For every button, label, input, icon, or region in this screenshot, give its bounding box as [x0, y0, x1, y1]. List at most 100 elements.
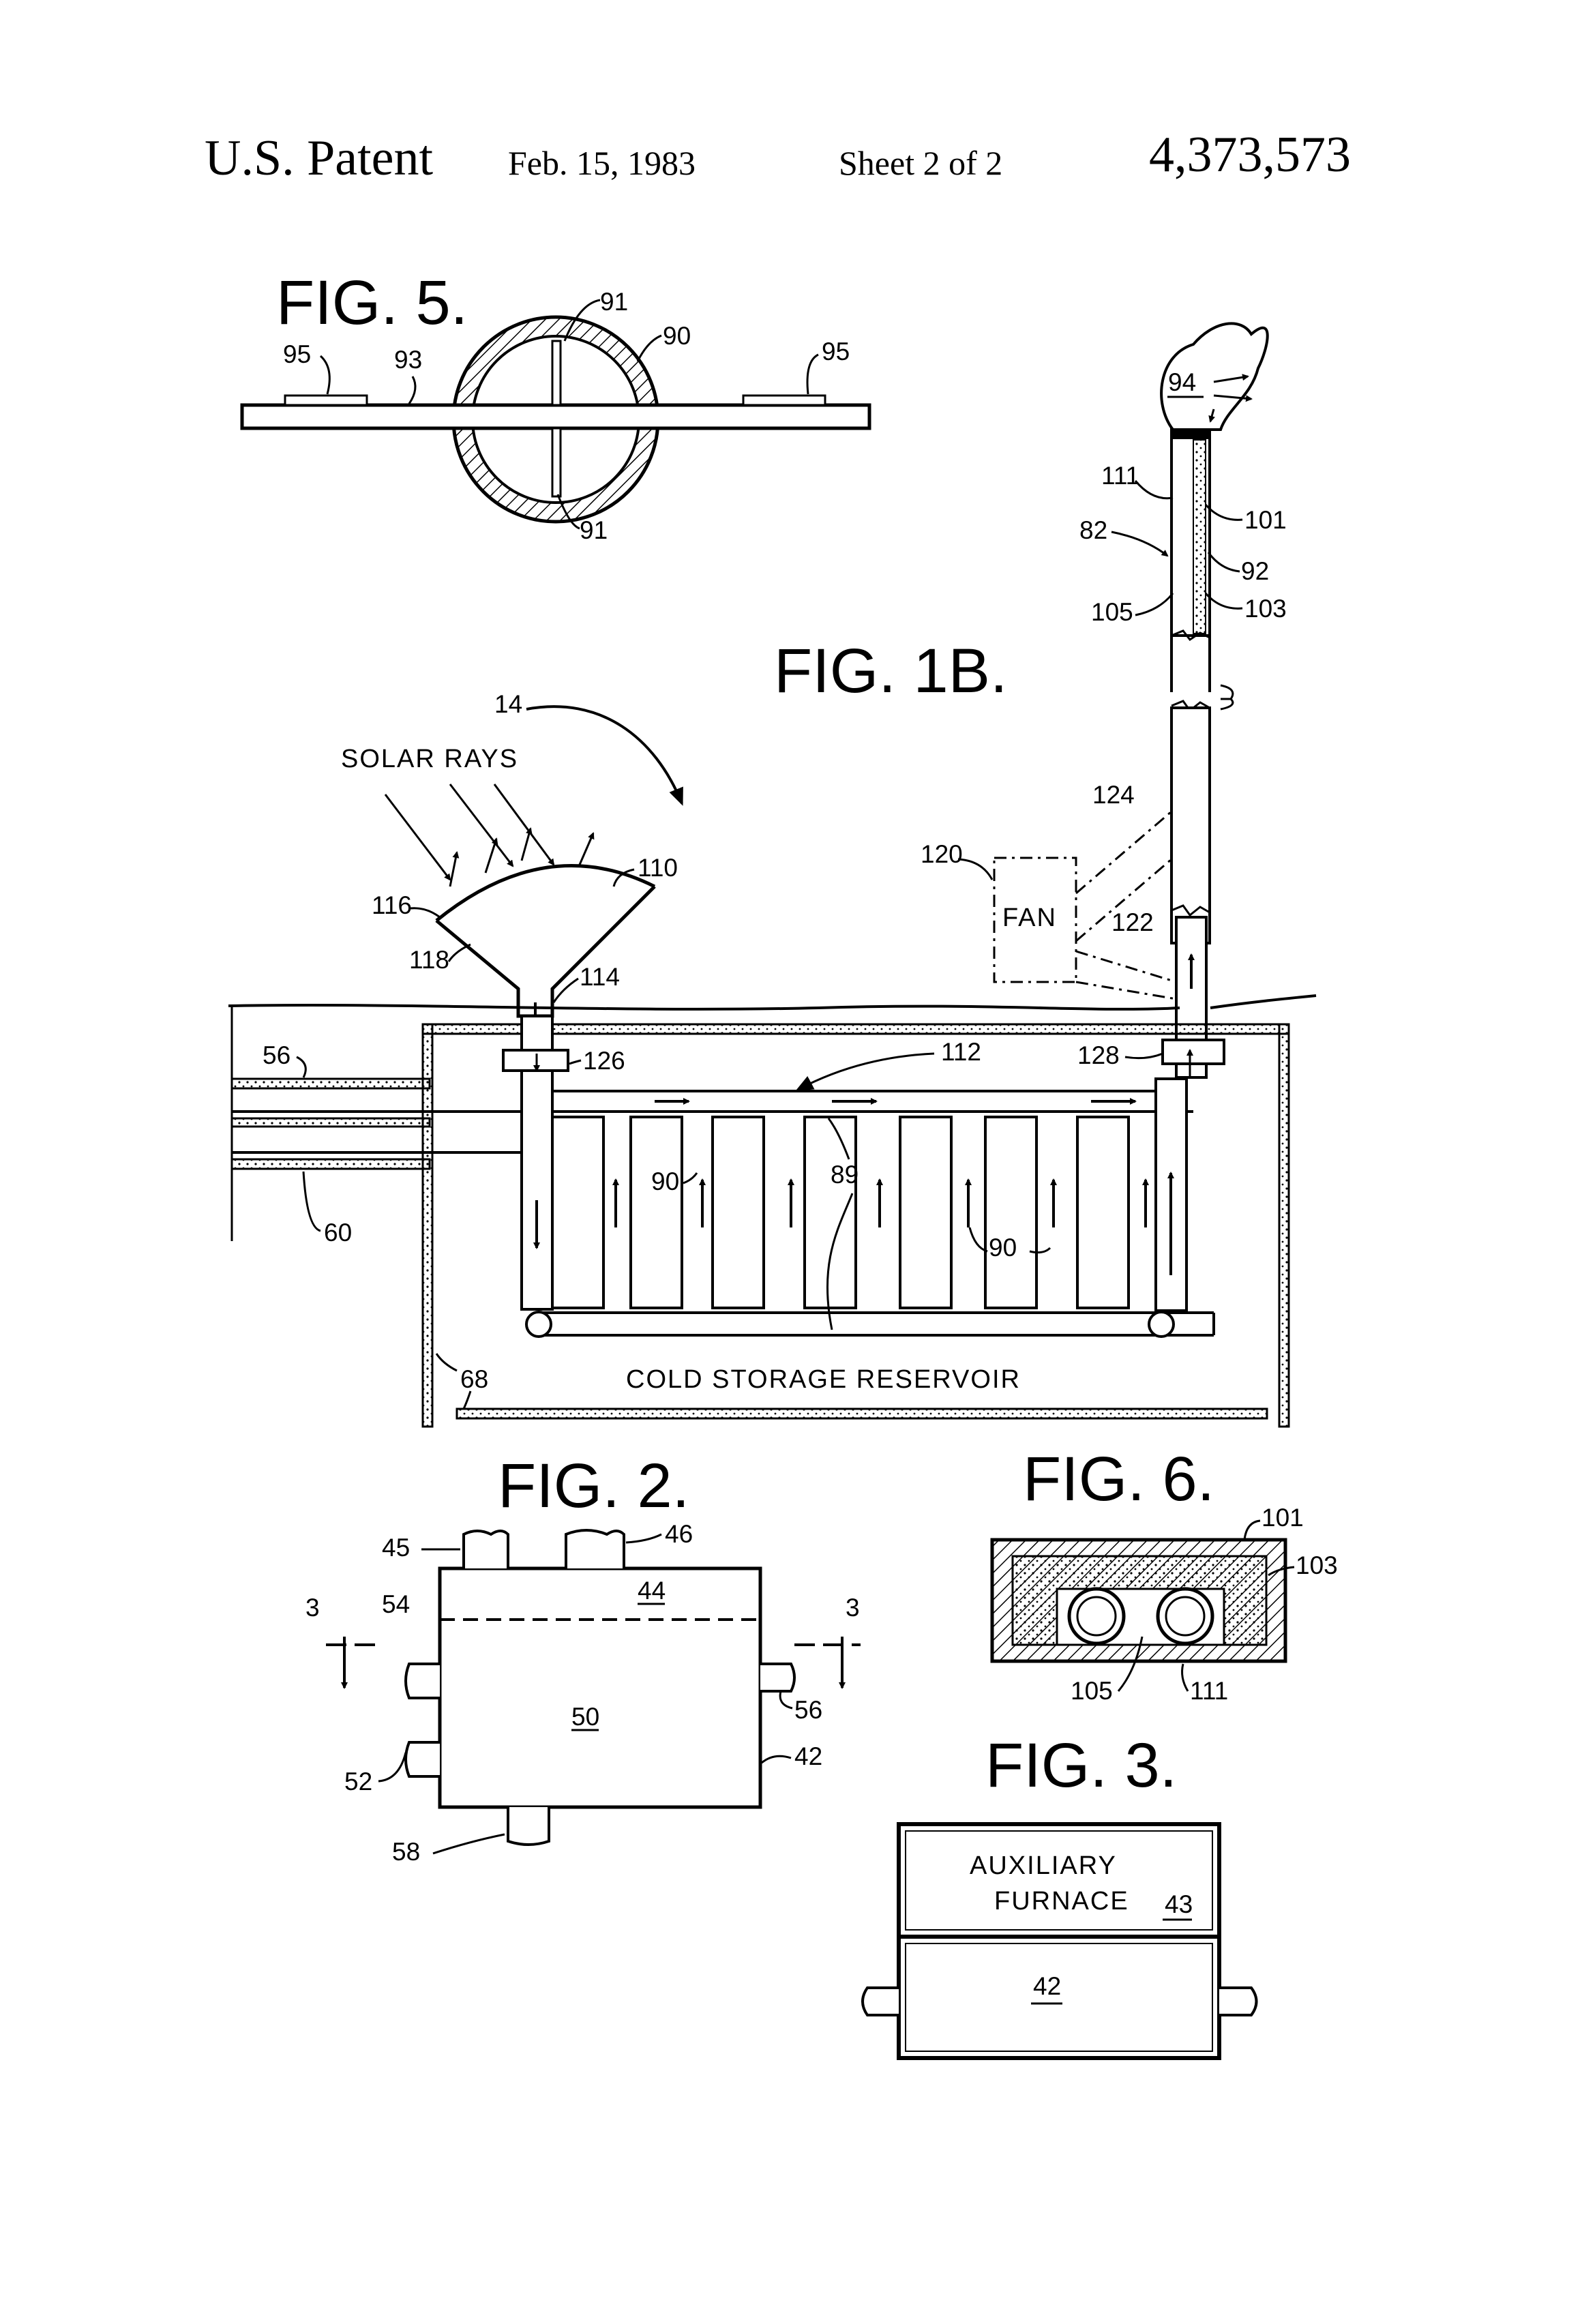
ref-56: 56	[263, 1041, 290, 1069]
fan-label: FAN	[1002, 904, 1057, 932]
ref-120: 120	[921, 840, 963, 868]
ref-90: 90	[663, 322, 691, 350]
reservoir-insulation-right	[1279, 1024, 1289, 1427]
reservoir-label: COLD STORAGE RESERVOIR	[626, 1365, 1021, 1394]
ref-14: 14	[494, 690, 522, 718]
ref-52: 52	[344, 1768, 372, 1796]
fig-5: FIG. 5. 91 90 91 95 93 95	[242, 268, 869, 544]
ref-105: 105	[1091, 598, 1133, 626]
ref-95-left: 95	[283, 340, 311, 368]
ref-101-fig6: 101	[1262, 1504, 1304, 1532]
ref-110: 110	[638, 854, 678, 882]
ref-112: 112	[941, 1038, 981, 1066]
pipe-52	[406, 1742, 440, 1776]
stack-liner	[1193, 440, 1206, 634]
ref-3-right: 3	[846, 1594, 860, 1622]
ref-54: 54	[382, 1590, 410, 1618]
fig-2-title: FIG. 2.	[498, 1451, 689, 1521]
fig-3-title: FIG. 3.	[985, 1731, 1177, 1800]
furnace-box	[440, 1568, 760, 1807]
ref-95-right: 95	[822, 338, 850, 366]
ref-45: 45	[382, 1534, 410, 1562]
fig-3: FIG. 3. AUXILIARY FURNACE 43 42	[863, 1731, 1257, 2058]
ref-90-right: 90	[989, 1234, 1017, 1262]
ref-124: 124	[1092, 781, 1135, 809]
fig3-pipe-left	[863, 1988, 899, 2015]
spindle-upper	[552, 341, 561, 405]
ref-56-fig2: 56	[794, 1696, 822, 1724]
collector-funnel	[436, 887, 655, 1016]
ref-3-left: 3	[305, 1594, 320, 1622]
fig-1b-title: FIG. 1B.	[774, 636, 1008, 706]
fig3-pipe-right	[1219, 1988, 1257, 2015]
storage-tube	[900, 1117, 951, 1308]
storage-tube	[713, 1117, 764, 1308]
ref-114: 114	[580, 963, 620, 991]
pipe-45	[464, 1531, 508, 1568]
fig-6: FIG. 6. 101 103 105 111	[992, 1444, 1338, 1705]
ref-91-bottom: 91	[580, 516, 608, 544]
ref-101: 101	[1244, 506, 1287, 534]
ref-90-left: 90	[651, 1167, 679, 1195]
pipe-46	[566, 1530, 624, 1568]
storage-tube	[1077, 1117, 1129, 1308]
aux-furnace-line2: FURNACE	[994, 1887, 1129, 1916]
ref-103: 103	[1244, 595, 1287, 623]
pipe-54	[406, 1664, 440, 1698]
ref-43: 43	[1165, 1890, 1193, 1918]
damper-128	[1163, 1040, 1224, 1064]
fig-1b: FIG. 1B. 94 111 82 101	[228, 323, 1316, 1427]
storage-tube	[805, 1117, 856, 1308]
ref-82: 82	[1079, 516, 1107, 544]
storage-tube	[552, 1117, 603, 1308]
ref-93: 93	[394, 346, 422, 374]
ref-105-fig6: 105	[1071, 1677, 1113, 1705]
solar-rays-label: SOLAR RAYS	[341, 745, 518, 773]
ref-94: 94	[1168, 368, 1196, 396]
ref-91-top: 91	[600, 288, 628, 316]
ref-111-fig6: 111	[1190, 1677, 1228, 1705]
aux-furnace-line1: AUXILIARY	[970, 1851, 1117, 1880]
tube-left-inner	[1077, 1597, 1116, 1635]
storage-tube	[631, 1117, 682, 1308]
stack-cap	[1170, 428, 1211, 438]
storage-tube	[985, 1117, 1036, 1308]
ref-92: 92	[1241, 557, 1269, 585]
damper-plate	[242, 405, 869, 428]
plate-pad-right	[743, 396, 825, 405]
pipe-56	[760, 1664, 794, 1691]
ground-line	[228, 996, 1316, 1009]
reservoir-insulation-bottom	[457, 1409, 1267, 1418]
ref-42-fig3: 42	[1033, 1972, 1061, 2000]
ref-103-fig6: 103	[1296, 1551, 1338, 1579]
fig-5-title: FIG. 5.	[276, 268, 468, 338]
ref-58: 58	[392, 1838, 420, 1866]
ref-111: 111	[1101, 462, 1139, 490]
tube-right-inner	[1166, 1597, 1204, 1635]
ref-68: 68	[460, 1365, 488, 1393]
ref-46: 46	[665, 1520, 693, 1548]
manifold-elbow-left	[526, 1312, 551, 1337]
duct-60-insulation	[232, 1159, 430, 1169]
fig-2: FIG. 2. 45 46 44 50 3 3 54 56	[305, 1451, 861, 1866]
duct-60-insulation-top	[232, 1118, 430, 1127]
ref-122: 122	[1111, 908, 1154, 936]
ref-60: 60	[324, 1219, 352, 1247]
storage-tubes	[552, 1117, 1129, 1308]
ref-50: 50	[571, 1703, 599, 1731]
ref-89: 89	[831, 1161, 859, 1189]
ref-126: 126	[583, 1047, 625, 1075]
ref-118: 118	[409, 946, 449, 974]
ref-42-fig2: 42	[794, 1742, 822, 1770]
pipe-58	[508, 1807, 549, 1845]
plate-pad-left	[285, 396, 367, 405]
ref-44: 44	[638, 1577, 666, 1605]
manifold-elbow-right	[1149, 1312, 1174, 1337]
ref-116: 116	[372, 891, 412, 919]
duct-56-insulation	[232, 1079, 430, 1088]
ref-128: 128	[1077, 1041, 1120, 1069]
spindle-lower	[552, 428, 561, 496]
fig-6-title: FIG. 6.	[1023, 1444, 1214, 1514]
